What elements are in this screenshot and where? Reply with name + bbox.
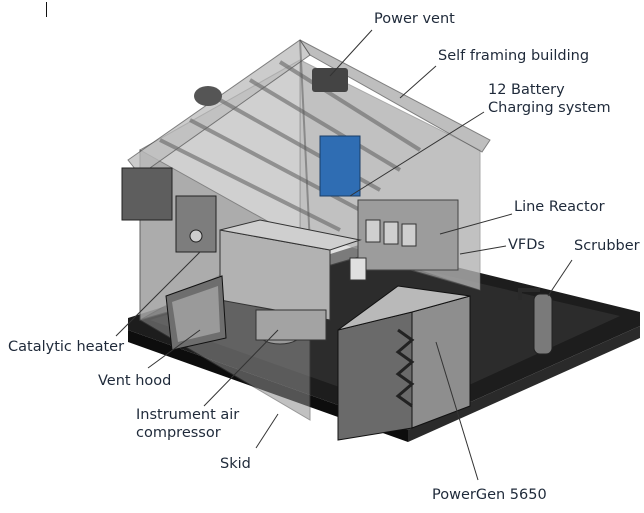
instrument-air-compressor <box>219 219 362 345</box>
roof-vent-cap <box>194 86 222 106</box>
scrubber <box>518 288 553 355</box>
label-scrubber: Scrubber <box>574 238 640 254</box>
label-vent-hood: Vent hood <box>98 373 172 389</box>
powergen-unit <box>337 285 471 441</box>
label-power-vent: Power vent <box>374 11 455 27</box>
label-instrument-air-line2: compressor <box>136 425 221 441</box>
label-battery-line1: 12 Battery <box>488 82 565 98</box>
battery-charging-cabinet <box>319 135 361 197</box>
label-catalytic-heater: Catalytic heater <box>8 339 125 355</box>
text-cursor <box>46 2 47 17</box>
label-self-framing-building: Self framing building <box>438 48 590 64</box>
label-skid: Skid <box>220 456 251 472</box>
callout-leaders <box>115 29 573 481</box>
line-reactor-vfds <box>349 199 459 281</box>
label-battery-line2: Charging system <box>488 100 611 116</box>
label-line-reactor: Line Reactor <box>514 199 605 215</box>
vent-hood <box>165 275 227 351</box>
label-vfds: VFDs <box>508 237 545 253</box>
power-vent-unit <box>312 68 348 92</box>
label-instrument-air-line1: Instrument air <box>136 407 240 423</box>
catalytic-heater <box>121 167 217 253</box>
label-powergen: PowerGen 5650 <box>432 487 547 503</box>
